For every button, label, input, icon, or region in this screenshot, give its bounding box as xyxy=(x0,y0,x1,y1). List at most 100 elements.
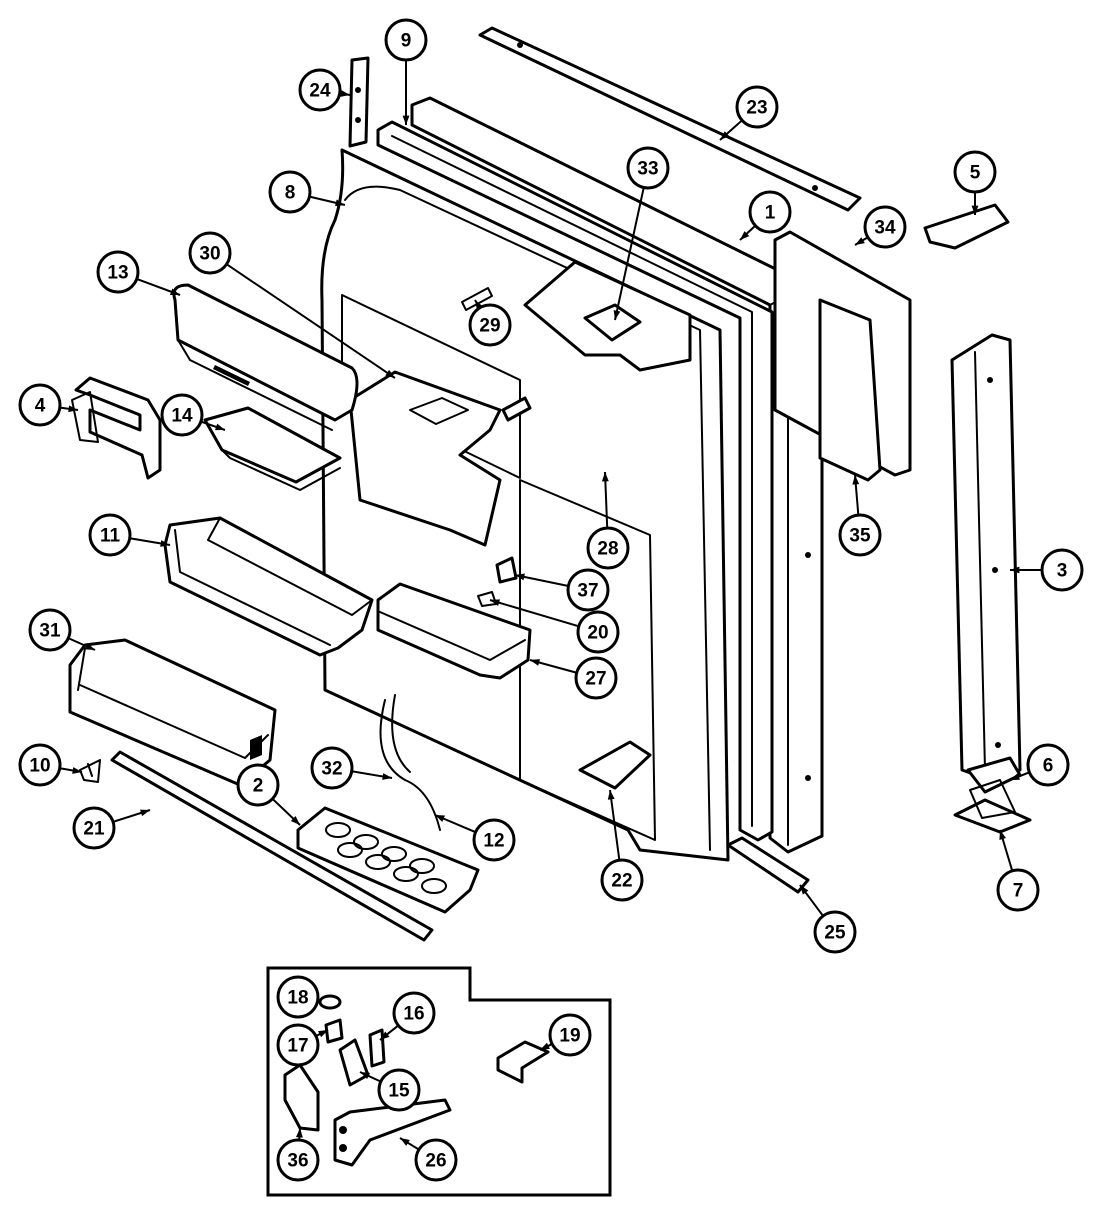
callout-28: 28 xyxy=(586,526,630,570)
part-hinge-cap xyxy=(923,203,1010,250)
leader-arrowhead-35 xyxy=(852,475,860,485)
callout-circle xyxy=(1040,548,1084,592)
callout-number: 35 xyxy=(849,526,871,547)
callout-2: 2 xyxy=(236,763,280,807)
callout-circle xyxy=(735,85,779,129)
leader-line-22 xyxy=(609,789,621,861)
part-dispenser-cup xyxy=(583,303,642,342)
callout-circle xyxy=(566,568,610,612)
screw-hole xyxy=(992,567,998,573)
leader-arrowhead-20 xyxy=(490,599,500,606)
part-hinge-bracket xyxy=(74,376,162,480)
part-dispenser-window xyxy=(409,397,469,425)
callout-circle xyxy=(1026,743,1070,787)
callout-18: 18 xyxy=(276,975,320,1019)
callout-number: 16 xyxy=(403,1004,424,1025)
callout-number: 24 xyxy=(309,81,331,102)
callout-14: 14 xyxy=(160,393,204,437)
callout-circle xyxy=(838,513,882,557)
callout-number: 22 xyxy=(611,871,632,892)
callout-number: 32 xyxy=(321,759,342,780)
callout-26: 26 xyxy=(414,1138,458,1182)
part-outer-door-panel xyxy=(410,96,824,854)
callout-32: 32 xyxy=(310,746,354,790)
callout-24: 24 xyxy=(298,68,342,112)
part-door-stop xyxy=(578,740,652,790)
callout-number: 3 xyxy=(1057,561,1068,582)
part-small-bin-rim xyxy=(379,611,526,661)
part-small-shelf xyxy=(203,406,342,484)
callout-21: 21 xyxy=(72,806,116,850)
leader-arrowhead-11 xyxy=(160,540,170,547)
callout-circle xyxy=(298,68,342,112)
callout-circle xyxy=(574,656,618,700)
part-dairy-door-edge xyxy=(177,339,333,431)
callout-number: 1 xyxy=(765,203,776,224)
leader-arrowhead-37 xyxy=(515,573,525,581)
callout-29: 29 xyxy=(468,303,512,347)
callout-circle xyxy=(626,146,670,190)
leader-arrowhead-21 xyxy=(140,809,150,817)
part-small-clip xyxy=(79,759,101,783)
callout-number: 6 xyxy=(1043,756,1054,777)
part-rear-panel-inner xyxy=(818,298,882,482)
callout-circle xyxy=(414,1138,458,1182)
callout-33: 33 xyxy=(626,146,670,190)
callout-36: 36 xyxy=(276,1138,320,1182)
screw-hole xyxy=(805,775,811,781)
part-top-hinge xyxy=(496,1040,550,1084)
callout-1: 1 xyxy=(748,190,792,234)
part-door-bin-rim xyxy=(174,517,373,646)
callout-number: 30 xyxy=(199,244,220,265)
part-bottom-trim xyxy=(726,836,810,894)
callout-number: 21 xyxy=(83,819,105,840)
screw-hole xyxy=(355,117,361,123)
part-pin xyxy=(461,287,493,311)
callout-number: 7 xyxy=(1013,881,1024,902)
leader-arrowhead-9 xyxy=(402,115,410,125)
leader-arrowhead-13 xyxy=(170,288,180,295)
callout-number: 14 xyxy=(171,406,193,427)
part-small-bin xyxy=(376,582,532,680)
leader-arrowhead-8 xyxy=(335,199,345,207)
callout-number: 15 xyxy=(388,1081,410,1102)
part-hinge-pin-bracket xyxy=(338,1038,370,1087)
callout-4: 4 xyxy=(18,383,62,427)
leader-line-33 xyxy=(614,187,645,321)
part-small-shelf-lip xyxy=(221,449,341,491)
leader-line-20 xyxy=(489,599,580,628)
leader-line-30 xyxy=(226,263,396,379)
part-door-handle xyxy=(950,333,1022,780)
callout-circle xyxy=(276,1023,320,1067)
callout-17: 17 xyxy=(276,1023,320,1067)
leader-arrowhead-34 xyxy=(855,237,865,245)
leader-arrowhead-17 xyxy=(318,1030,328,1038)
callout-circle xyxy=(953,150,997,194)
callout-number: 9 xyxy=(401,31,412,52)
callout-16: 16 xyxy=(392,991,436,1035)
callout-20: 20 xyxy=(576,610,620,654)
leader-arrowhead-14 xyxy=(215,423,225,431)
callout-number: 25 xyxy=(824,923,846,944)
part-hinge-strip xyxy=(348,56,370,148)
part-hinge-plate xyxy=(368,1028,386,1068)
callout-number: 8 xyxy=(285,183,296,204)
callout-10: 10 xyxy=(18,743,62,787)
callout-number: 29 xyxy=(479,316,500,337)
part-liner-recess xyxy=(341,294,521,479)
leader-arrowhead-36 xyxy=(295,1128,303,1138)
leader-arrowhead-30 xyxy=(385,369,395,378)
part-door-handle-edge xyxy=(974,351,986,771)
screw-hole xyxy=(339,1144,347,1152)
callout-number: 19 xyxy=(559,1026,580,1047)
callout-15: 15 xyxy=(377,1068,421,1112)
callout-circle xyxy=(88,513,132,557)
callout-circle xyxy=(600,858,644,902)
part-large-door-bin xyxy=(68,638,277,787)
leader-lines xyxy=(59,60,1042,1151)
part-bushing xyxy=(324,1018,344,1044)
part-long-trim xyxy=(110,750,434,942)
callout-11: 11 xyxy=(88,513,132,557)
callout-circle xyxy=(96,250,140,294)
callout-circle xyxy=(996,868,1040,912)
